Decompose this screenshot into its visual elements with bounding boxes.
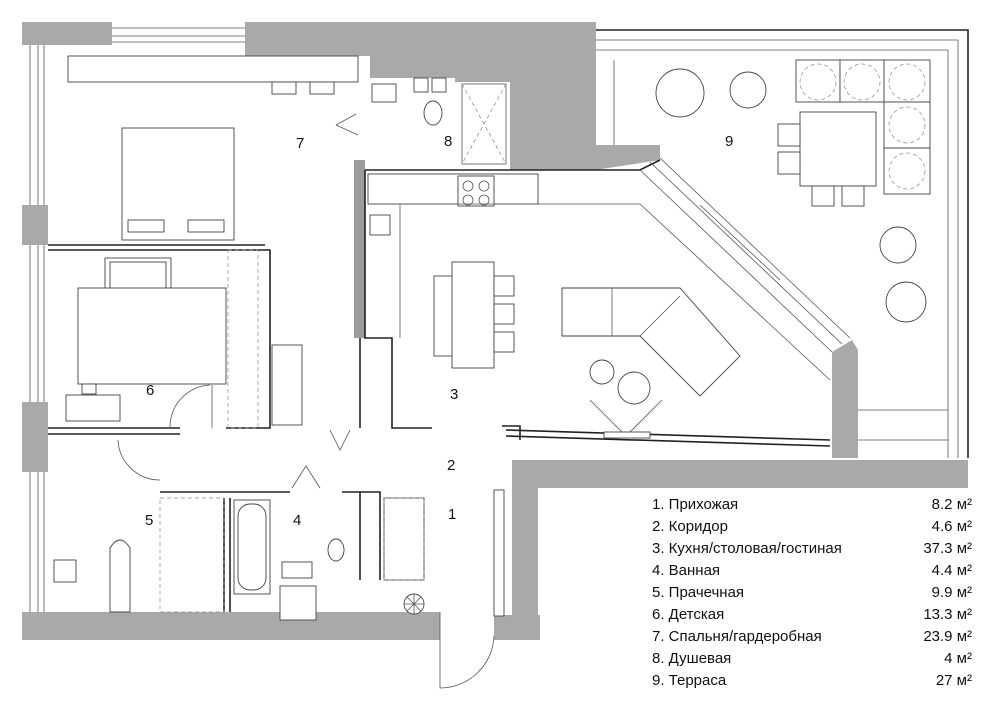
legend-area: 4 м²	[944, 650, 972, 667]
legend-row: 4. Ванная 4.4 м²	[652, 560, 972, 582]
hall-furniture	[329, 429, 505, 689]
room-label-7: 7	[296, 135, 304, 152]
terrace-furniture	[613, 59, 931, 323]
left-windows	[29, 27, 245, 612]
legend-label: 3. Кухня/столовая/гостиная	[652, 540, 842, 557]
room-label-6: 6	[146, 382, 154, 399]
legend-label: 1. Прихожая	[652, 496, 739, 513]
legend-label: 5. Прачечная	[652, 584, 745, 601]
legend-area: 23.9 м²	[923, 628, 972, 645]
laundry-furniture	[53, 439, 225, 613]
legend-row: 8. Душевая 4 м²	[652, 648, 972, 670]
legend-row: 1. Прихожая 8.2 м²	[652, 494, 972, 516]
legend-label: 6. Детская	[652, 606, 725, 623]
bedroom-furniture	[67, 55, 359, 429]
room-label-9: 9	[725, 133, 733, 150]
legend-row: 6. Детская 13.3 м²	[652, 604, 972, 626]
legend-area: 13.3 м²	[923, 606, 972, 623]
room-label-5: 5	[145, 512, 153, 529]
legend-area: 27 м²	[935, 672, 972, 689]
legend-area: 8.2 м²	[931, 496, 972, 513]
legend-label: 7. Спальня/гардеробная	[652, 628, 822, 645]
room-label-1: 1	[448, 506, 456, 523]
legend-row: 9. Терраса 27 м²	[652, 670, 972, 692]
legend-row: 3. Кухня/столовая/гостиная 37.3 м²	[652, 538, 972, 560]
legend-label: 2. Коридор	[652, 518, 728, 535]
kitchen-living-furniture	[367, 173, 831, 439]
legend-row: 2. Коридор 4.6 м²	[652, 516, 972, 538]
legend-area: 4.4 м²	[931, 562, 972, 579]
room-label-4: 4	[293, 512, 301, 529]
legend-label: 9. Терраса	[652, 672, 727, 689]
legend-row: 5. Прачечная 9.9 м²	[652, 582, 972, 604]
room-label-8: 8	[444, 133, 452, 150]
legend-label: 4. Ванная	[652, 562, 721, 579]
legend-row: 7. Спальня/гардеробная 23.9 м²	[652, 626, 972, 648]
bathroom-furniture	[233, 465, 345, 621]
legend-area: 37.3 м²	[923, 540, 972, 557]
partitions	[48, 159, 831, 612]
diagonal-glazing	[639, 157, 851, 353]
legend-area: 9.9 м²	[931, 584, 972, 601]
terrace-outline	[596, 29, 969, 458]
legend-area: 4.6 м²	[931, 518, 972, 535]
legend-label: 8. Душевая	[652, 650, 732, 667]
room-labels: 1 2 3 4 5 6 7 8 9	[145, 133, 733, 529]
area-legend: 1. Прихожая 8.2 м² 2. Коридор 4.6 м² 3. Ку…	[652, 494, 972, 692]
shower-furniture	[371, 77, 507, 165]
room-label-2: 2	[447, 457, 455, 474]
kids-room-furniture	[65, 257, 227, 429]
walls	[22, 22, 968, 640]
room-label-3: 3	[450, 386, 458, 403]
